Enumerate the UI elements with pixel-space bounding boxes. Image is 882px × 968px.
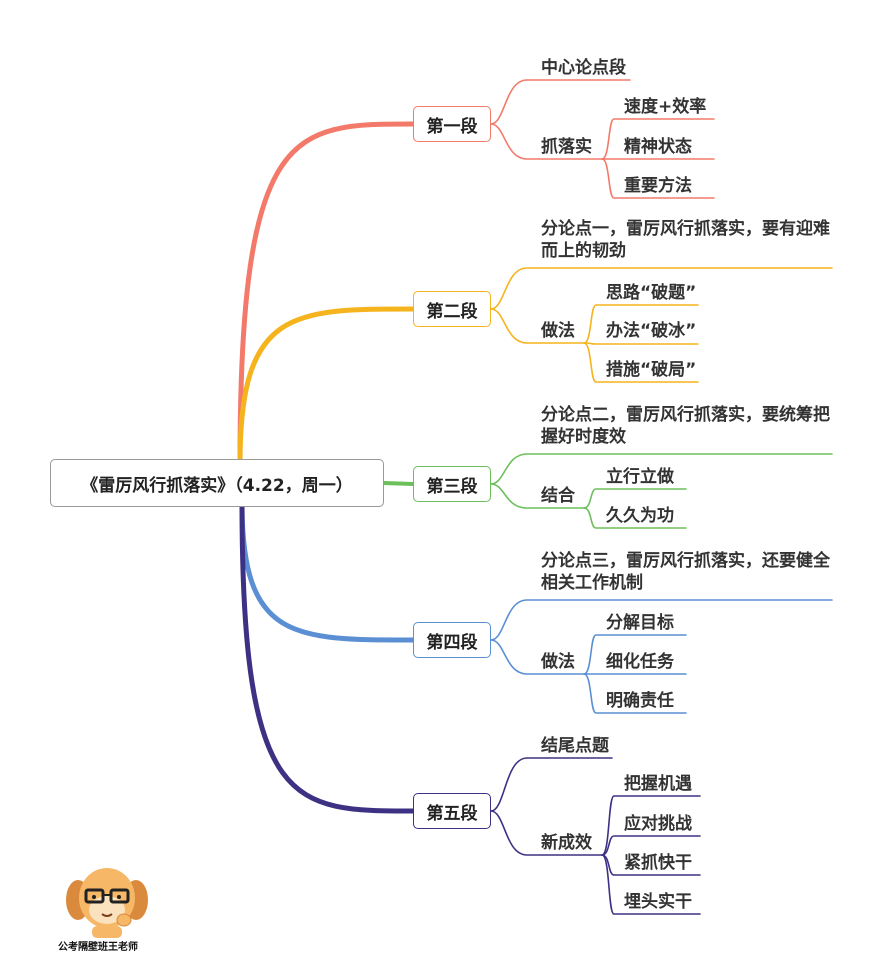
topic-text: 分论点二，雷厉风行抓落实，要统筹把握好时度效 xyxy=(541,405,830,447)
branch-line xyxy=(239,500,416,643)
item-text: 精神状态 xyxy=(624,137,692,157)
topic-text: 中心论点段 xyxy=(541,58,626,78)
item-text: 重要方法 xyxy=(624,176,692,196)
sub-connector xyxy=(490,483,585,509)
sub-label: 抓落实 xyxy=(541,137,592,157)
branch-line xyxy=(239,500,416,814)
topic-text: 结尾点题 xyxy=(541,736,609,756)
item-connector xyxy=(601,795,701,856)
item-connector xyxy=(583,488,687,509)
section-node-5[interactable]: 第五段 xyxy=(413,793,491,829)
item-connector xyxy=(583,673,687,714)
item-connector xyxy=(583,342,699,383)
item-text: 细化任务 xyxy=(606,652,674,672)
section-node-4[interactable]: 第四段 xyxy=(413,622,491,658)
section-label: 第四段 xyxy=(426,632,478,653)
item-text: 措施“破局” xyxy=(606,360,697,380)
section-node-3[interactable]: 第三段 xyxy=(413,466,491,502)
item-text: 久久为功 xyxy=(606,506,674,526)
item-text: 埋头实干 xyxy=(624,892,692,912)
section-label: 第三段 xyxy=(426,476,478,497)
item-text: 应对挑战 xyxy=(624,814,692,834)
sub-connector xyxy=(490,123,603,160)
topic-connector xyxy=(490,453,833,485)
item-text: 立行立做 xyxy=(606,467,674,487)
item-connector xyxy=(583,634,687,675)
sub-label: 做法 xyxy=(541,652,575,672)
branch-line xyxy=(237,121,416,466)
item-text: 紧抓快干 xyxy=(624,853,692,873)
root-label: 《雷厉风行抓落实》（4.22，周一） xyxy=(81,475,353,496)
item-text: 明确责任 xyxy=(606,691,674,711)
branch-line xyxy=(382,481,415,486)
item-connector xyxy=(583,507,687,529)
item-text: 把握机遇 xyxy=(624,774,692,794)
item-connector xyxy=(601,118,715,160)
topic-text: 分论点三，雷厉风行抓落实，还要健全相关工作机制 xyxy=(541,551,830,593)
sub-connector xyxy=(490,639,585,675)
branch-line xyxy=(237,306,416,466)
mascot-logo-icon xyxy=(66,868,148,938)
section-label: 第一段 xyxy=(426,116,478,137)
item-connector xyxy=(601,835,701,856)
section-label: 第二段 xyxy=(426,301,478,322)
sub-connector xyxy=(490,308,585,344)
section-node-1[interactable]: 第一段 xyxy=(413,106,491,142)
item-connector xyxy=(601,854,701,915)
section-node-2[interactable]: 第二段 xyxy=(413,291,491,327)
topic-connector xyxy=(490,267,833,310)
topic-connector xyxy=(490,599,833,641)
root-node[interactable]: 《雷厉风行抓落实》（4.22，周一） xyxy=(50,459,384,507)
item-text: 办法“破冰” xyxy=(606,321,697,341)
logo-caption: 公考隔壁班王老师 xyxy=(58,942,138,953)
item-text: 思路“破题” xyxy=(606,283,697,303)
sub-label: 新成效 xyxy=(541,833,592,853)
sub-label: 结合 xyxy=(541,486,575,506)
topic-text: 分论点一，雷厉风行抓落实，要有迎难而上的韧劲 xyxy=(541,219,830,261)
item-connector xyxy=(601,158,715,199)
topic-connector xyxy=(490,79,631,125)
item-text: 分解目标 xyxy=(606,613,674,633)
section-label: 第五段 xyxy=(426,803,478,824)
sub-connector xyxy=(490,810,603,856)
topic-connector xyxy=(490,757,613,812)
item-connector xyxy=(583,342,699,345)
item-connector xyxy=(583,304,699,344)
sub-label: 做法 xyxy=(541,321,575,341)
item-text: 速度+效率 xyxy=(624,97,707,117)
